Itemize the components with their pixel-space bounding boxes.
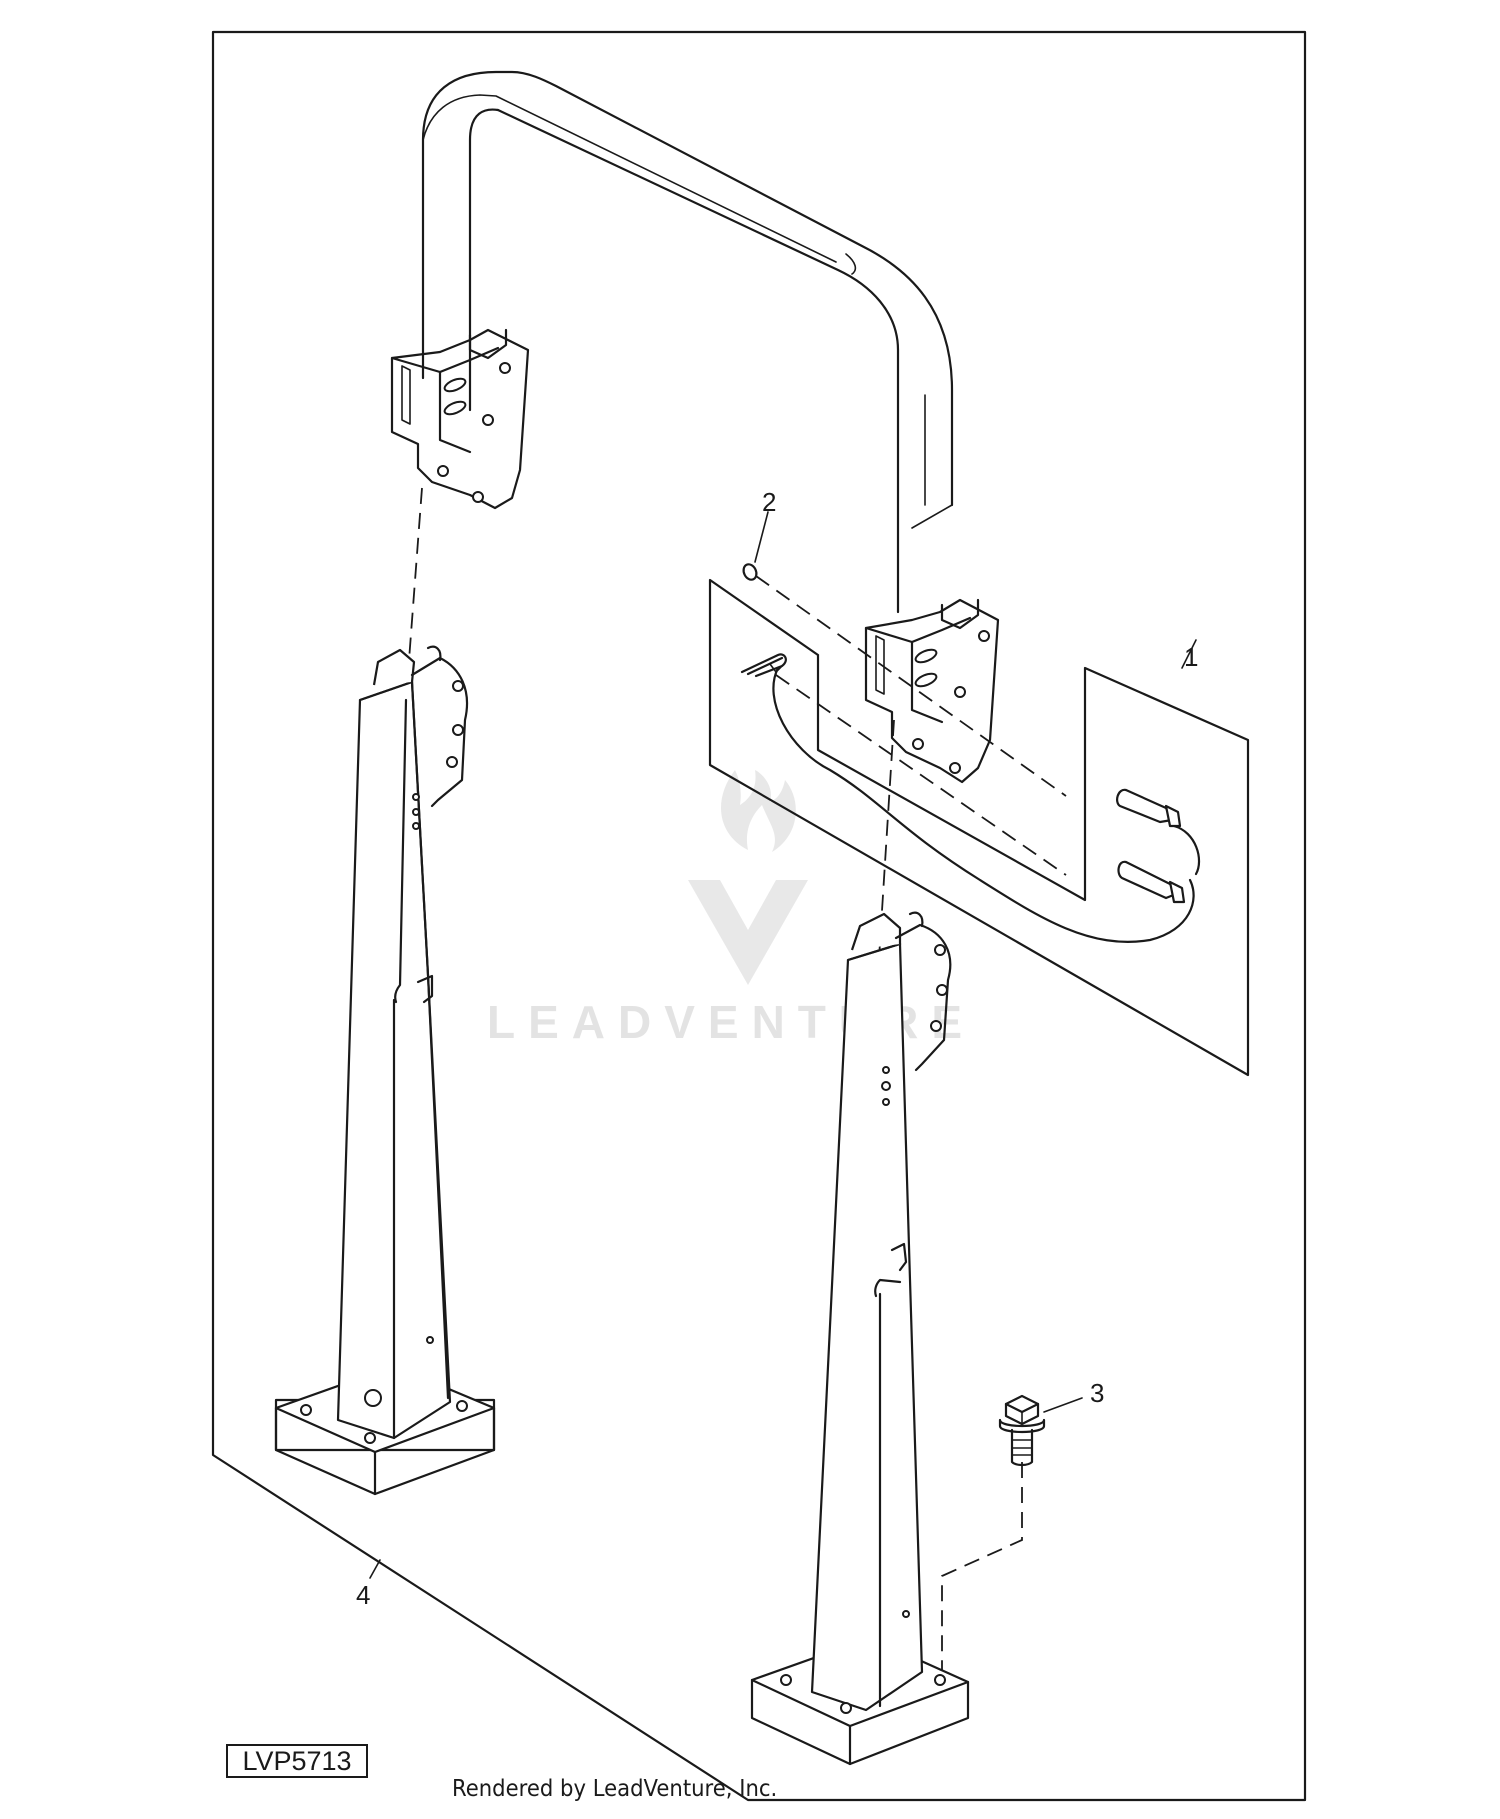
snap-ring-part bbox=[742, 563, 758, 581]
credit-text: Rendered by LeadVenture, Inc. bbox=[452, 1776, 778, 1802]
callout-3: 3 bbox=[1090, 1378, 1104, 1408]
left-upright-post bbox=[274, 645, 496, 1496]
leader-line-1 bbox=[1181, 639, 1197, 669]
callout-4: 4 bbox=[356, 1580, 370, 1610]
diagram-frame bbox=[211, 30, 1307, 1802]
bolt-part bbox=[998, 1394, 1046, 1467]
rollbar-hoop bbox=[421, 70, 954, 614]
leader-line-3 bbox=[1043, 1397, 1083, 1413]
hoop-left-bracket bbox=[390, 328, 530, 510]
leader-line-4 bbox=[369, 1559, 381, 1579]
bolt-alignment-line bbox=[941, 1462, 1023, 1680]
pin-kit-panel bbox=[708, 578, 1250, 1077]
callout-1: 1 bbox=[1184, 642, 1198, 672]
callout-2: 2 bbox=[762, 487, 776, 517]
hoop-right-bracket bbox=[864, 598, 1000, 784]
leader-line-2 bbox=[754, 511, 769, 563]
reference-id-label: LVP5713 bbox=[226, 1744, 368, 1778]
right-upright-post bbox=[750, 911, 970, 1766]
